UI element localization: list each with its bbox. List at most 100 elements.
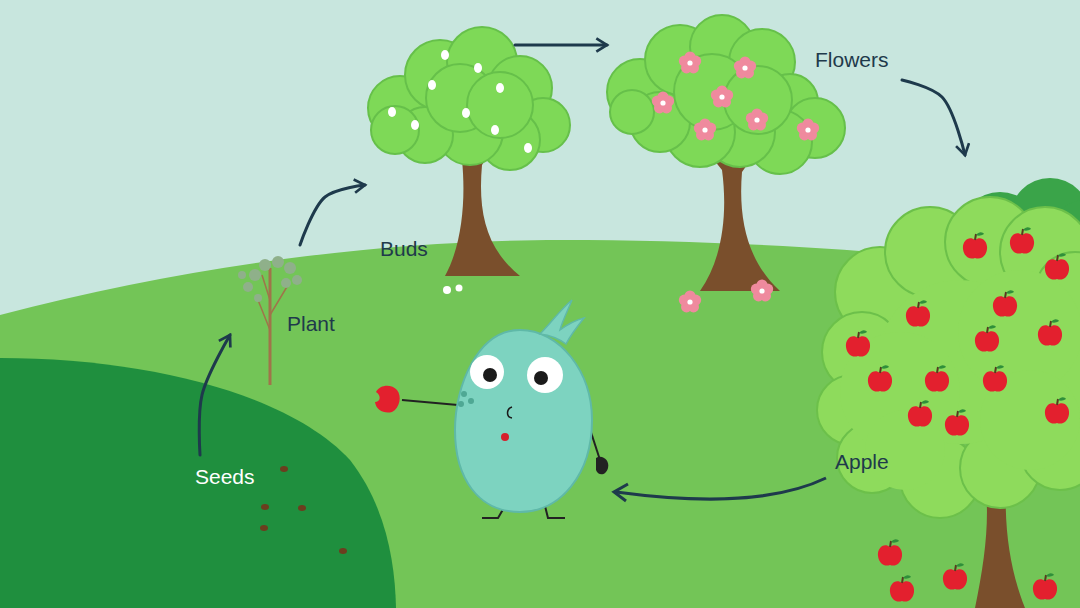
apple-tree <box>908 400 932 426</box>
stage-label: Flowers <box>815 48 889 72</box>
flower-tree <box>694 119 716 141</box>
droplet-character <box>458 401 464 407</box>
apple-tree <box>846 330 870 356</box>
droplet-character <box>455 330 592 512</box>
seeds <box>280 466 288 472</box>
droplet-character <box>375 300 608 518</box>
bud-tree <box>443 285 463 295</box>
droplet-character <box>540 300 584 344</box>
bud-tree <box>474 63 482 73</box>
droplet-character <box>458 391 474 407</box>
apple-tree <box>963 232 987 258</box>
flower-tree <box>751 280 773 302</box>
stage-node: Buds <box>365 25 515 275</box>
droplet-character <box>483 368 497 382</box>
droplet-character <box>402 400 458 405</box>
flower-tree <box>607 15 845 312</box>
flower-tree <box>711 86 733 108</box>
bud-tree <box>411 120 419 130</box>
cycle-arrow <box>902 80 965 155</box>
droplet-character <box>534 371 548 385</box>
stage-label: Seeds <box>195 465 255 489</box>
bud-tree <box>496 83 504 93</box>
sapling <box>259 259 271 271</box>
apple-to-character-arrow <box>614 484 628 501</box>
flower-tree <box>734 57 756 79</box>
sapling <box>249 269 261 281</box>
apple-tree <box>975 325 999 351</box>
bud-tree <box>443 286 451 294</box>
cycle-arrow <box>300 185 365 245</box>
stage-node: Flowers <box>607 25 902 295</box>
droplet-character <box>508 407 513 418</box>
seeds <box>298 505 306 511</box>
apple-tree <box>878 539 902 565</box>
apple-tree <box>983 365 1007 391</box>
flower-tree <box>724 66 792 134</box>
sapling <box>243 282 253 292</box>
apple-tree <box>890 575 914 601</box>
apple-tree <box>817 178 1080 608</box>
apple-tree <box>1033 573 1057 599</box>
apple-tree <box>1045 253 1069 279</box>
dark-hill <box>0 358 396 608</box>
droplet-character <box>468 398 474 404</box>
sapling <box>238 256 302 302</box>
bud-tree <box>428 80 436 90</box>
droplet-character <box>501 433 509 441</box>
bud-tree <box>462 108 470 118</box>
bud-tree <box>388 50 532 153</box>
bud-tree <box>388 107 396 117</box>
apple-tree <box>1010 227 1034 253</box>
stage-node: Plant <box>230 245 345 385</box>
seeds <box>339 548 347 554</box>
flower-tree <box>746 109 768 131</box>
sapling <box>292 275 302 285</box>
bud-tree <box>441 50 449 60</box>
sapling <box>238 271 246 279</box>
apple-tree <box>1045 397 1069 423</box>
flower-tree <box>652 92 674 114</box>
droplet-character <box>470 355 504 389</box>
bud-tree <box>368 27 570 170</box>
stage-node: Seeds <box>188 455 358 560</box>
flower-tree <box>797 119 819 141</box>
bud-tree <box>368 27 570 294</box>
stage-node: Apple <box>822 155 1080 608</box>
apple-tree <box>943 563 967 589</box>
stage-label: Buds <box>380 237 428 261</box>
bud-tree <box>371 106 419 154</box>
sapling <box>281 278 291 288</box>
apple-tree <box>993 290 1017 316</box>
flower-tree <box>610 90 654 134</box>
droplet-character <box>596 457 608 475</box>
sapling <box>254 294 262 302</box>
cycle-arrow <box>199 335 230 455</box>
flower-tree <box>607 15 845 174</box>
flower-tree <box>679 291 701 313</box>
stage-label: Apple <box>835 450 889 474</box>
apple-tree <box>868 365 892 391</box>
sapling <box>272 256 284 268</box>
apple-to-character-arrow <box>616 478 826 499</box>
seeds <box>260 466 347 554</box>
stage-label: Plant <box>287 312 335 336</box>
droplet-character <box>527 357 563 393</box>
droplet-character <box>461 391 467 397</box>
apple-tree <box>925 365 949 391</box>
apple-to-character-arrow <box>614 478 826 501</box>
bud-tree <box>456 285 463 292</box>
flower-tree <box>679 52 701 74</box>
meadow <box>0 240 1080 608</box>
apple-tree <box>906 300 930 326</box>
sapling <box>284 262 296 274</box>
bud-tree <box>491 125 499 135</box>
apple-tree <box>945 409 969 435</box>
apple-tree <box>817 197 1080 518</box>
bud-tree <box>467 72 533 138</box>
cycle-arrow <box>515 44 607 47</box>
